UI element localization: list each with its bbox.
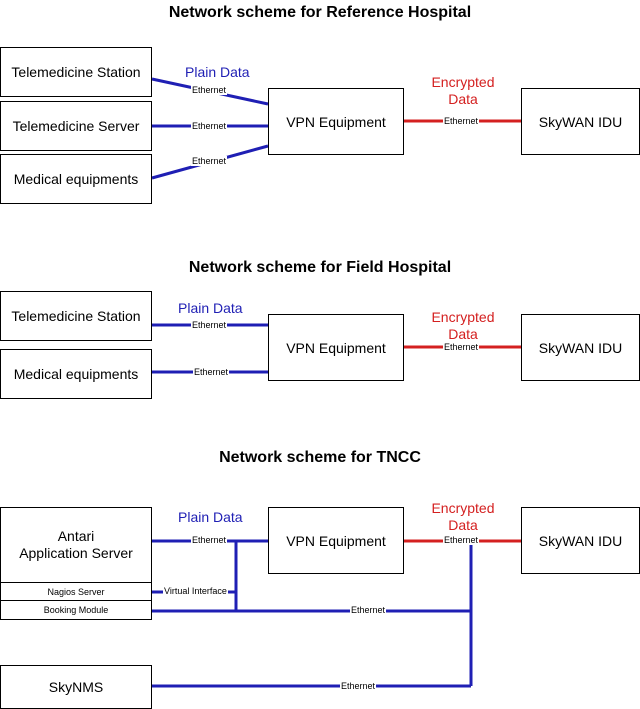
encrypted-data-label: Data (448, 91, 478, 107)
box-vpn-equipment: VPN Equipment (268, 314, 404, 381)
box-label: VPN Equipment (286, 113, 386, 130)
encrypted-data-label: Data (448, 517, 478, 533)
plain-data-label: Plain Data (185, 64, 250, 80)
ethernet-label: Ethernet (193, 367, 230, 377)
box-label: SkyNMS (48, 679, 104, 695)
antari-label: Antari (57, 528, 95, 544)
ethernet-label: Ethernet (443, 535, 480, 545)
box-vpn-equipment: VPN Equipment (268, 88, 404, 155)
box-label: Telemedicine Station (11, 64, 141, 80)
encrypted-label: Encrypted (431, 74, 495, 90)
box-skywan-idu: SkyWAN IDU (521, 314, 640, 381)
plain-data-label: Plain Data (178, 300, 243, 316)
title-reference-hospital: Network scheme for Reference Hospital (168, 4, 472, 21)
ethernet-label: Ethernet (191, 535, 228, 545)
box-telemedicine-server: Telemedicine Server (0, 101, 152, 151)
box-antari-application-server: Antari Application Server (0, 507, 152, 583)
ethernet-label: Ethernet (340, 681, 377, 691)
encrypted-data-label: Data (448, 326, 478, 342)
virtual-interface-label: Virtual Interface (163, 586, 228, 596)
box-skywan-idu: SkyWAN IDU (521, 88, 640, 155)
ethernet-label: Ethernet (191, 320, 228, 330)
box-label: Medical equipments (13, 366, 139, 382)
box-label: Telemedicine Server (12, 118, 140, 134)
encrypted-label: Encrypted (431, 309, 495, 325)
box-vpn-equipment: VPN Equipment (268, 507, 404, 574)
ethernet-label: Ethernet (191, 121, 228, 131)
box-label: VPN Equipment (286, 532, 386, 549)
box-booking-module: Booking Module (0, 600, 152, 620)
box-label: VPN Equipment (286, 339, 386, 356)
title-tncc: Network scheme for TNCC (219, 449, 421, 466)
box-label: SkyWAN IDU (538, 339, 623, 356)
ethernet-label: Ethernet (443, 342, 480, 352)
box-telemedicine-station: Telemedicine Station (0, 291, 152, 341)
box-medical-equipments: Medical equipments (0, 349, 152, 399)
box-skynms: SkyNMS (0, 665, 152, 709)
box-label: Medical equipments (13, 171, 139, 187)
box-label: Booking Module (43, 605, 109, 615)
box-nagios-server: Nagios Server (0, 582, 152, 601)
plain-data-label: Plain Data (178, 509, 243, 525)
box-label: Nagios Server (47, 586, 105, 597)
box-label: SkyWAN IDU (538, 113, 623, 130)
encrypted-label: Encrypted (431, 500, 495, 516)
application-server-label: Application Server (19, 545, 133, 561)
ethernet-label: Ethernet (443, 116, 480, 126)
ethernet-label: Ethernet (350, 605, 387, 615)
title-field-hospital: Network scheme for Field Hospital (188, 259, 452, 276)
ethernet-label: Ethernet (191, 85, 228, 95)
box-skywan-idu: SkyWAN IDU (521, 507, 640, 574)
box-label: Telemedicine Station (11, 308, 141, 324)
ethernet-label: Ethernet (191, 156, 228, 166)
box-medical-equipments: Medical equipments (0, 154, 152, 204)
box-label: SkyWAN IDU (538, 532, 623, 549)
box-telemedicine-station: Telemedicine Station (0, 47, 152, 97)
